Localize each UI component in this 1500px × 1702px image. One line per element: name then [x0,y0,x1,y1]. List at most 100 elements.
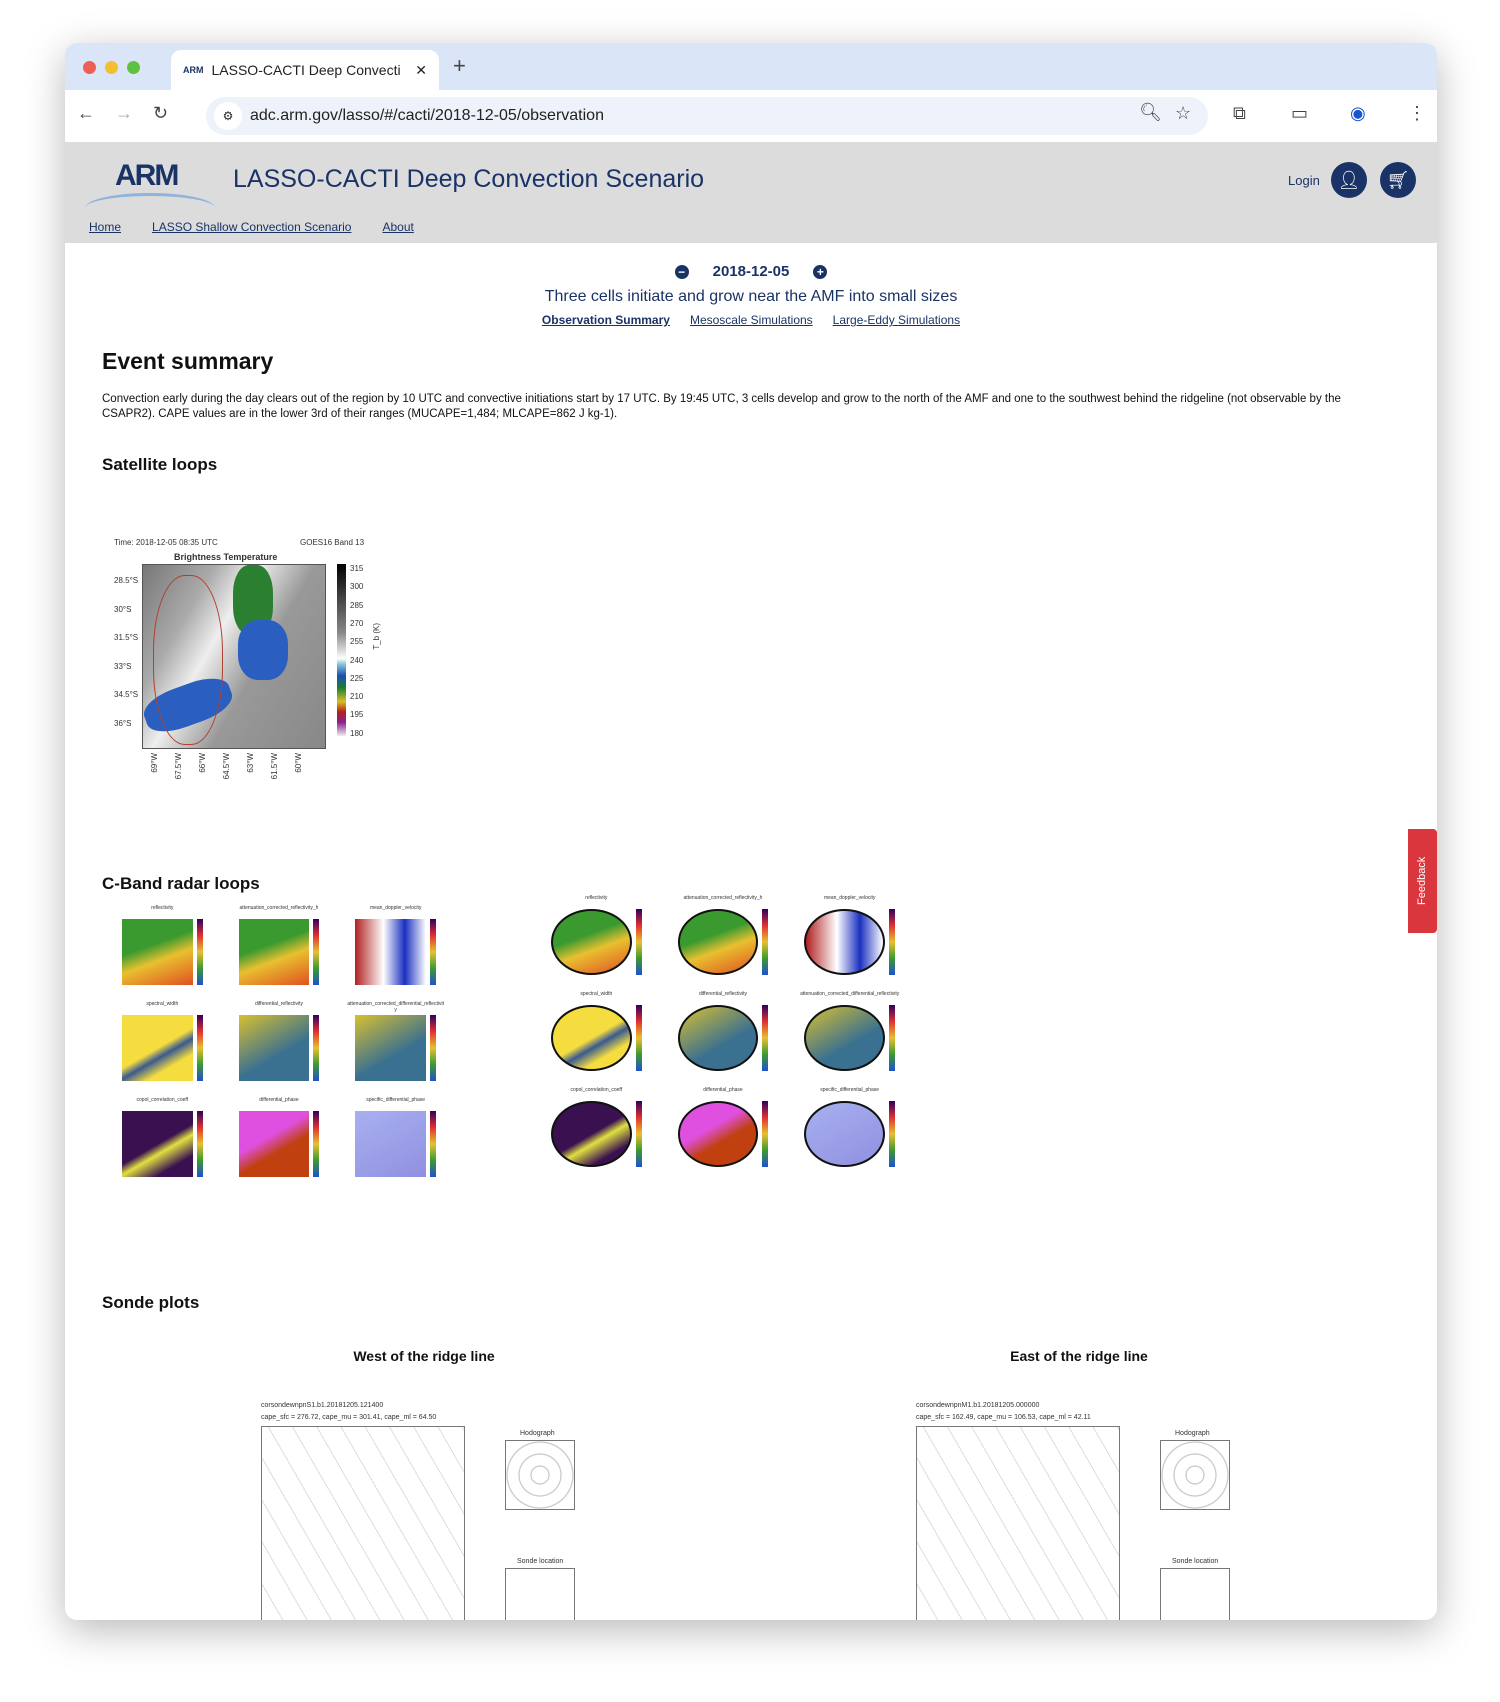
west-sonde-title: West of the ridge line [353,1348,495,1364]
radar-panel: attenuation_corrected_reflectivity_h [231,905,328,987]
colorbar-tick: 240 [350,655,364,665]
reload-icon[interactable]: ↻ [153,103,169,123]
case-date: 2018-12-05 [712,263,790,280]
maximize-window-button[interactable] [127,61,140,74]
radar-field-image [355,1111,426,1177]
sat-xtick: 67.5°W [174,753,183,780]
sat-xtick: 69°W [150,753,159,773]
radar-panel: spectral_width [114,1001,211,1083]
radar-field-image [677,909,759,975]
minimize-window-button[interactable] [105,61,118,74]
radar-field-label: differential_phase [703,1087,743,1093]
back-icon[interactable]: ← [77,103,95,123]
radar-field-label: copol_correlation_coeff [570,1087,623,1093]
radar-field-image [238,1111,310,1177]
url-input[interactable]: ⚙ adc.arm.gov/lasso/#/cacti/2018-12-05/o… [206,97,1208,135]
radar-field-image [355,1015,426,1081]
radar-colorbar [196,1015,203,1081]
login-link[interactable]: Login [1288,173,1320,188]
site-settings-icon[interactable]: ⚙ [214,102,242,130]
sat-ytick: 36°S [114,718,132,728]
tab-large-eddy-simulations[interactable]: Large-Eddy Simulations [832,313,961,327]
radar-panel: attenuation_corrected_differential_refle… [796,991,903,1073]
radar-colorbar [762,909,769,975]
radar-colorbar [888,909,895,975]
satellite-loop-image[interactable]: Time: 2018-12-05 08:35 UTC GOES16 Band 1… [114,538,390,783]
tab-observation-summary[interactable]: Observation Summary [541,313,670,327]
west-skewt-chart [261,1426,465,1620]
site-header: ARM LASSO-CACTI Deep Convection Scenario… [65,143,1437,243]
radar-field-label: differential_reflectivity [254,1001,303,1007]
colorbar-tick: 255 [350,637,364,647]
address-bar-row: ← → ↻ ⚙ adc.arm.gov/lasso/#/cacti/2018-1… [65,90,1437,143]
radar-field-image [122,919,193,985]
radar-field-label: copol_correlation_coeff [136,1097,189,1103]
radar-panel: reflectivity [114,905,211,987]
sat-band: GOES16 Band 13 [300,538,365,547]
menu-icon[interactable]: ⋮ [1408,103,1426,123]
feedback-button[interactable]: Feedback [1408,829,1437,933]
west-sonde-cape: cape_sfc = 276.72, cape_mu = 301.41, cap… [261,1414,437,1421]
tab-mesoscale-simulations[interactable]: Mesoscale Simulations [689,313,813,327]
tab-search-icon[interactable]: ▭ [1291,103,1309,123]
radar-field-image [238,919,310,985]
sat-ytick: 31.5°S [114,633,139,642]
sat-xtick: 66°W [198,753,207,773]
radar-field-label: attenuation_corrected_differential_refle… [347,1001,444,1013]
sat-title: Brightness Temperature [174,552,278,562]
radar-field-label: spectral_width [580,991,613,997]
event-summary-text: Convection early during the day clears o… [102,393,1341,420]
previous-date-button[interactable]: − [674,265,689,280]
west-hodograph-label: Hodograph [520,1430,555,1437]
nav-about[interactable]: About [382,220,414,234]
logo-arc [85,193,215,223]
colorbar-tick: 300 [350,582,364,592]
radar-field-label: attenuation_corrected_differential_refle… [800,991,900,997]
zoom-icon[interactable]: 🔍︎ [1139,102,1162,122]
radar-colorbar [196,919,203,985]
radar-panel: differential_phase [670,1087,777,1169]
colorbar-tick: 225 [350,673,364,683]
radar-field-label: specific_differential_phase [366,1097,426,1103]
new-tab-button[interactable]: + [453,53,466,78]
radar-colorbar [313,1111,320,1177]
east-skewt-chart [916,1426,1120,1620]
close-window-button[interactable] [83,61,96,74]
sat-xtick: 60°W [294,753,303,773]
next-date-button[interactable]: + [813,265,828,280]
radar-field-image [355,919,426,985]
tab-title: LASSO-CACTI Deep Convecti [211,62,401,78]
radar-colorbar [762,1005,769,1071]
radar-field-image [677,1101,759,1167]
radar-field-image [677,1005,759,1071]
west-location-chart [505,1568,575,1620]
west-hodograph-chart [505,1440,575,1510]
bookmark-star-icon[interactable]: ☆ [1175,103,1192,123]
forward-icon[interactable]: → [115,103,133,123]
radar-field-image [551,909,632,975]
radar-panel: copol_correlation_coeff [114,1097,211,1179]
radar-colorbar [196,1111,203,1177]
date-selector: − 2018-12-05 + [65,263,1437,280]
radar-panel: specific_differential_phase [796,1087,903,1169]
favicon-icon: ARM [183,65,204,75]
radar-panel: copol_correlation_coeff [543,1087,650,1169]
radar-field-image [551,1101,632,1167]
radar-colorbar [635,909,642,975]
profile-icon[interactable]: ◉ [1350,103,1366,123]
user-icon[interactable]: 👤︎ [1331,162,1367,198]
nav-shallow-convection[interactable]: LASSO Shallow Convection Scenario [152,220,352,234]
extensions-icon[interactable]: ⧉ [1233,103,1246,123]
colorbar [337,564,346,736]
cart-icon[interactable]: 🛒︎ [1380,162,1416,198]
radar-panel: reflectivity [543,895,650,977]
arm-logo[interactable]: ARM [115,159,179,192]
radar-field-image [238,1015,310,1081]
colorbar-label: T_b (K) [372,623,381,650]
main-nav: Home LASSO Shallow Convection Scenario A… [89,220,414,234]
nav-home[interactable]: Home [89,220,122,234]
close-tab-icon[interactable]: ✕ [415,61,427,78]
browser-tab[interactable]: ARM LASSO-CACTI Deep Convecti ✕ [171,50,439,90]
